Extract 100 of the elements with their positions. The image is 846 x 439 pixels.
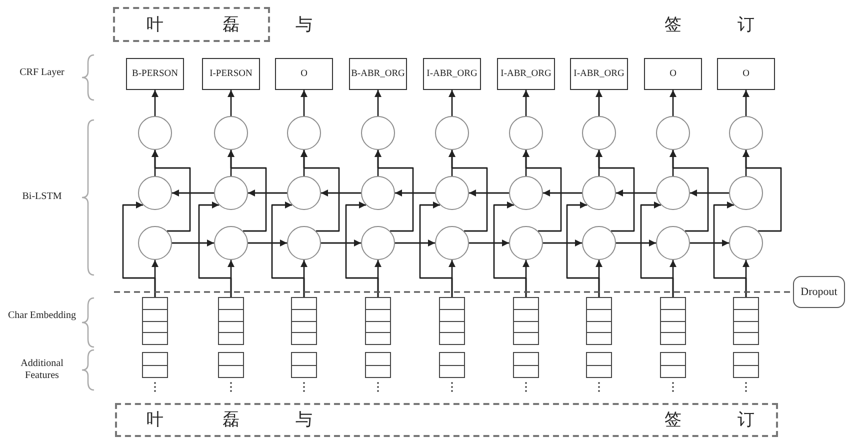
character: 叶 xyxy=(146,14,164,34)
arrow xyxy=(152,150,191,232)
output-circle xyxy=(138,116,172,150)
tag-box: I-PERSON xyxy=(202,58,260,90)
feature-vector xyxy=(365,352,391,378)
output-circle xyxy=(361,116,395,150)
arrow xyxy=(543,190,582,196)
forward-lstm-circle xyxy=(656,226,690,260)
output-circle xyxy=(435,116,469,150)
embedding-vector xyxy=(513,297,539,345)
character: 订 xyxy=(738,410,754,430)
dashed-group-box xyxy=(113,7,270,42)
backward-lstm-circle xyxy=(287,176,321,210)
forward-lstm-circle xyxy=(435,226,469,260)
embedding-vector xyxy=(365,297,391,345)
backward-lstm-circle xyxy=(361,176,395,210)
backward-lstm-circle xyxy=(729,176,763,210)
embedding-vector xyxy=(586,297,612,345)
layer-label: Additional Features xyxy=(20,358,64,382)
arrow xyxy=(198,202,232,297)
forward-lstm-circle xyxy=(287,226,321,260)
feature-vector xyxy=(439,352,465,378)
arrow xyxy=(522,90,530,116)
arrow xyxy=(742,150,782,232)
forward-lstm-circle xyxy=(214,226,248,260)
feature-vector xyxy=(733,352,759,378)
arrow xyxy=(321,190,361,196)
arrow xyxy=(152,90,158,116)
arrow xyxy=(300,150,340,232)
tag-box: B-ABR_ORG xyxy=(349,58,407,90)
arrow xyxy=(469,240,509,246)
tag-box: O xyxy=(644,58,702,90)
arrow xyxy=(640,202,674,297)
arrow xyxy=(228,150,267,232)
character: 磊 xyxy=(222,410,240,430)
arrow xyxy=(248,190,287,196)
arrow xyxy=(172,240,214,246)
character: 磊 xyxy=(222,14,240,34)
arrow xyxy=(374,90,382,116)
dashed-group-box xyxy=(115,403,778,437)
arrow xyxy=(300,90,308,116)
backward-lstm-circle xyxy=(509,176,543,210)
arrow xyxy=(690,190,729,196)
arrow xyxy=(345,202,379,297)
backward-lstm-circle xyxy=(582,176,616,210)
tag-box: B-PERSON xyxy=(126,58,184,90)
tag-box: I-ABR_ORG xyxy=(570,58,628,90)
character: 签 xyxy=(664,15,682,35)
arrow xyxy=(172,190,214,196)
forward-lstm-circle xyxy=(582,226,616,260)
embedding-vector xyxy=(142,297,168,345)
output-circle xyxy=(582,116,616,150)
arrow xyxy=(395,190,435,196)
embedding-vector xyxy=(439,297,465,345)
arrow xyxy=(248,240,287,246)
tag-box: I-ABR_ORG xyxy=(497,58,555,90)
forward-lstm-circle xyxy=(509,226,543,260)
dashed-line xyxy=(114,291,793,293)
backward-lstm-circle xyxy=(656,176,690,210)
output-circle xyxy=(214,116,248,150)
tag-box: O xyxy=(275,58,333,90)
arrow xyxy=(448,90,456,116)
character: 叶 xyxy=(146,410,164,430)
arrow xyxy=(616,240,656,246)
arrow xyxy=(469,190,509,196)
arrow xyxy=(448,150,488,232)
arrow xyxy=(690,240,729,246)
arrow xyxy=(543,240,582,246)
backward-lstm-circle xyxy=(214,176,248,210)
layer-label: Bi-LSTM xyxy=(21,191,63,203)
arrow xyxy=(493,202,527,297)
character: 与 xyxy=(296,410,312,430)
arrow xyxy=(742,90,750,116)
arrow xyxy=(228,90,234,116)
layer-label: CRF Layer xyxy=(18,67,66,79)
arrow xyxy=(713,202,747,297)
embedding-vector xyxy=(291,297,317,345)
arrow xyxy=(271,202,305,297)
arrow xyxy=(596,150,635,232)
arrow xyxy=(122,202,156,297)
arrow xyxy=(566,202,600,297)
output-circle xyxy=(729,116,763,150)
arrow xyxy=(522,150,562,232)
feature-vector xyxy=(513,352,539,378)
forward-lstm-circle xyxy=(361,226,395,260)
arrow xyxy=(616,190,656,196)
arrow xyxy=(395,240,435,246)
arrow xyxy=(670,150,709,232)
forward-lstm-circle xyxy=(729,226,763,260)
embedding-vector xyxy=(660,297,686,345)
feature-vector xyxy=(586,352,612,378)
output-circle xyxy=(287,116,321,150)
backward-lstm-circle xyxy=(138,176,172,210)
arrow xyxy=(419,202,453,297)
feature-vector xyxy=(291,352,317,378)
character: 签 xyxy=(664,410,682,430)
character: 订 xyxy=(738,15,754,35)
backward-lstm-circle xyxy=(435,176,469,210)
feature-vector xyxy=(660,352,686,378)
tag-box: O xyxy=(717,58,775,90)
